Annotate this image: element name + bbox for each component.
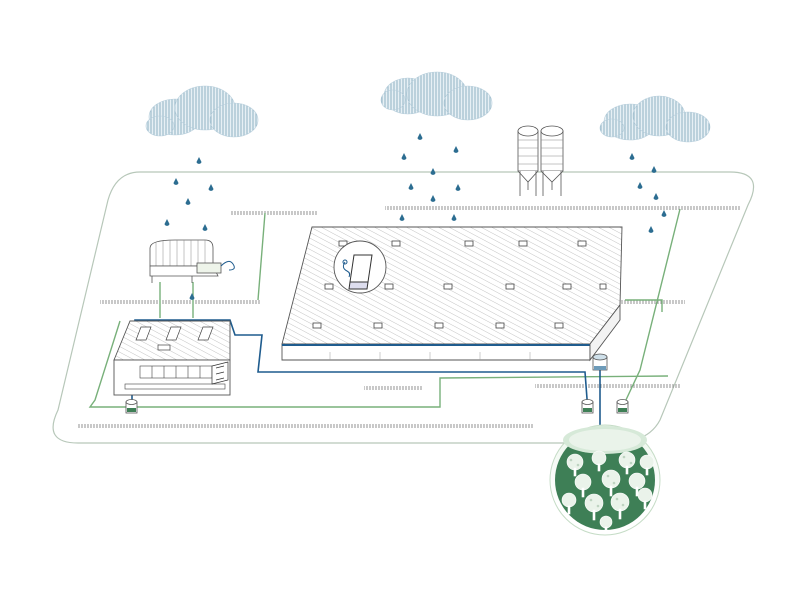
water-tank-icon xyxy=(592,353,608,371)
tree-icon xyxy=(610,492,630,520)
tree-icon xyxy=(584,493,604,521)
water-tank-icon xyxy=(581,399,594,414)
tree-icon xyxy=(637,487,653,510)
tree-icon xyxy=(601,469,621,497)
raindrop-icon xyxy=(648,226,654,233)
tree-icon xyxy=(566,453,584,477)
shed-icon xyxy=(149,239,235,283)
tree-icon xyxy=(574,473,592,498)
tree-icon xyxy=(561,492,577,515)
raindrop-icon xyxy=(455,184,461,191)
water-tank-icon xyxy=(125,399,138,414)
skylight-group xyxy=(312,240,607,329)
fence-icon xyxy=(535,384,680,388)
fence-group xyxy=(78,206,740,428)
forest-icon xyxy=(549,424,661,536)
cloud-icon xyxy=(145,85,259,138)
fence-icon xyxy=(230,211,318,215)
raindrop-icon xyxy=(189,293,195,300)
raindrop-icon xyxy=(164,219,170,226)
raindrop-icon xyxy=(651,166,657,173)
raindrop-icon xyxy=(637,182,643,189)
silo-icon xyxy=(517,125,564,196)
tree-icon xyxy=(599,515,613,534)
tree-icon xyxy=(639,454,655,476)
warehouse-roof-icon xyxy=(281,226,623,362)
cloud-icon xyxy=(599,95,711,143)
cloud-icon xyxy=(380,71,493,121)
raindrop-icon xyxy=(208,184,214,191)
raindrop-icon xyxy=(173,178,179,185)
fence-icon xyxy=(364,386,422,390)
raindrop-icon xyxy=(399,214,405,221)
raindrop-icon xyxy=(430,168,436,175)
raindrop-icon xyxy=(451,214,457,221)
tree-icon xyxy=(628,472,646,497)
raindrop-icon xyxy=(185,198,191,205)
tree-icon xyxy=(591,450,607,472)
raindrop-icon xyxy=(408,183,414,190)
water-tank-icon xyxy=(616,399,629,414)
raindrop-icon xyxy=(661,210,667,217)
raindrop-icon xyxy=(417,133,423,140)
raindrop-icon xyxy=(401,153,407,160)
raindrop-icon xyxy=(202,224,208,231)
raindrop-icon xyxy=(430,195,436,202)
green-pipe-network xyxy=(88,208,681,408)
fence-icon xyxy=(385,206,740,210)
fence-icon xyxy=(78,424,533,428)
tree-group xyxy=(561,450,655,534)
raindrop-icon xyxy=(453,146,459,153)
office-building-icon xyxy=(113,320,231,396)
raindrop-icon xyxy=(653,193,659,200)
fence-icon xyxy=(620,300,685,304)
raindrop-icon xyxy=(629,153,635,160)
fence-icon xyxy=(100,300,260,304)
truck-icon xyxy=(333,240,387,294)
raindrop-icon xyxy=(196,157,202,164)
